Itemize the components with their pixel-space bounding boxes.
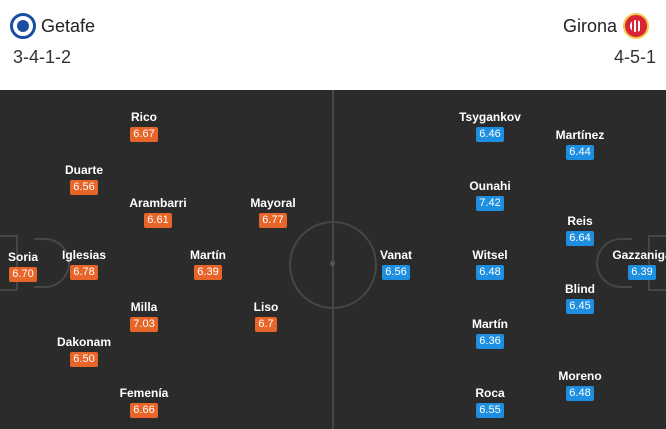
player-rating: 6.67 [130, 127, 158, 142]
center-circle [289, 221, 377, 309]
player-rating: 6.48 [566, 386, 594, 401]
player-card-rico[interactable]: Rico 6.67 [104, 110, 184, 142]
player-name: Milla [130, 300, 158, 314]
away-formation: 4-5-1 [613, 47, 656, 67]
player-rating: 7.42 [476, 196, 504, 211]
player-card-soria[interactable]: Soria 6.70 [0, 250, 63, 282]
player-rating: 6.77 [259, 213, 287, 228]
player-card-dakonam[interactable]: Dakonam 6.50 [44, 335, 124, 367]
player-name: Ounahi [469, 179, 511, 193]
home-goal-box [0, 235, 18, 291]
player-name: Soria [7, 250, 38, 264]
pitch: Soria 6.70 Duarte 6.56 Iglesias 6.78 Dak… [0, 90, 666, 429]
player-rating: 7.03 [130, 317, 158, 332]
player-card-ounahi[interactable]: Ounahi 7.42 [450, 179, 530, 211]
away-goal-box [648, 235, 666, 291]
player-card-mayoral[interactable]: Mayoral 6.77 [233, 196, 313, 228]
player-card-tsygankov[interactable]: Tsygankov 6.46 [450, 110, 530, 142]
player-card-gazzaniga[interactable]: Gazzaniga 6.39 [602, 248, 666, 280]
home-team-name[interactable]: Getafe [41, 16, 96, 36]
player-card-blind[interactable]: Blind 6.45 [540, 282, 620, 314]
player-name: Rico [130, 110, 157, 124]
player-name: Dakonam [56, 335, 112, 349]
player-rating: 6.39 [194, 265, 222, 280]
away-penalty-arc [596, 238, 632, 288]
player-name: Blind [565, 282, 595, 296]
player-name: Moreno [558, 369, 602, 383]
player-name: Martínez [555, 128, 605, 142]
player-name: Witsel [472, 248, 508, 262]
player-rating: 6.56 [70, 180, 98, 195]
girona-crest-icon[interactable] [623, 13, 649, 39]
player-name: Mayoral [250, 196, 296, 210]
player-rating: 6.55 [476, 403, 504, 418]
player-name: Femenía [119, 386, 169, 400]
player-rating: 6.48 [476, 265, 504, 280]
player-card-martinez[interactable]: Martínez 6.44 [540, 128, 620, 160]
player-rating: 6.46 [476, 127, 504, 142]
player-name: Iglesias [61, 248, 107, 262]
player-name: Martín [190, 248, 226, 262]
player-name: Liso [253, 300, 279, 314]
player-name: Roca [475, 386, 505, 400]
player-rating: 6.64 [566, 231, 594, 246]
player-name: Martín [472, 317, 508, 331]
player-rating: 6.39 [628, 265, 656, 280]
player-name: Tsygankov [459, 110, 521, 124]
player-card-femenia[interactable]: Femenía 6.66 [104, 386, 184, 418]
center-spot [330, 261, 335, 266]
player-rating: 6.36 [476, 334, 504, 349]
player-name: Gazzaniga [612, 248, 666, 262]
home-penalty-arc [34, 238, 70, 288]
getafe-crest-icon[interactable] [10, 13, 36, 39]
player-rating: 6.7 [255, 317, 277, 332]
away-team-name[interactable]: Girona [562, 16, 617, 36]
player-card-reis[interactable]: Reis 6.64 [540, 214, 620, 246]
player-card-moreno[interactable]: Moreno 6.48 [540, 369, 620, 401]
player-name: Reis [567, 214, 593, 228]
player-card-martin-getafe[interactable]: Martín 6.39 [168, 248, 248, 280]
player-name: Duarte [64, 163, 103, 177]
match-header: Getafe 3-4-1-2 Girona 4-5-1 [0, 0, 666, 88]
player-rating: 6.61 [144, 213, 172, 228]
player-card-duarte[interactable]: Duarte 6.56 [44, 163, 124, 195]
player-rating: 6.44 [566, 145, 594, 160]
player-card-martin-girona[interactable]: Martín 6.36 [450, 317, 530, 349]
player-card-iglesias[interactable]: Iglesias 6.78 [44, 248, 124, 280]
player-rating: 6.78 [70, 265, 98, 280]
player-card-liso[interactable]: Liso 6.7 [226, 300, 306, 332]
player-name: Vanat [379, 248, 412, 262]
player-name: Arambarri [129, 196, 187, 210]
player-card-roca[interactable]: Roca 6.55 [450, 386, 530, 418]
player-card-vanat[interactable]: Vanat 6.56 [356, 248, 436, 280]
player-rating: 6.70 [9, 267, 37, 282]
player-rating: 6.56 [382, 265, 410, 280]
player-card-arambarri[interactable]: Arambarri 6.61 [118, 196, 198, 228]
player-rating: 6.50 [70, 352, 98, 367]
player-card-milla[interactable]: Milla 7.03 [104, 300, 184, 332]
home-formation: 3-4-1-2 [13, 47, 72, 67]
player-rating: 6.66 [130, 403, 158, 418]
player-card-witsel[interactable]: Witsel 6.48 [450, 248, 530, 280]
player-rating: 6.45 [566, 299, 594, 314]
